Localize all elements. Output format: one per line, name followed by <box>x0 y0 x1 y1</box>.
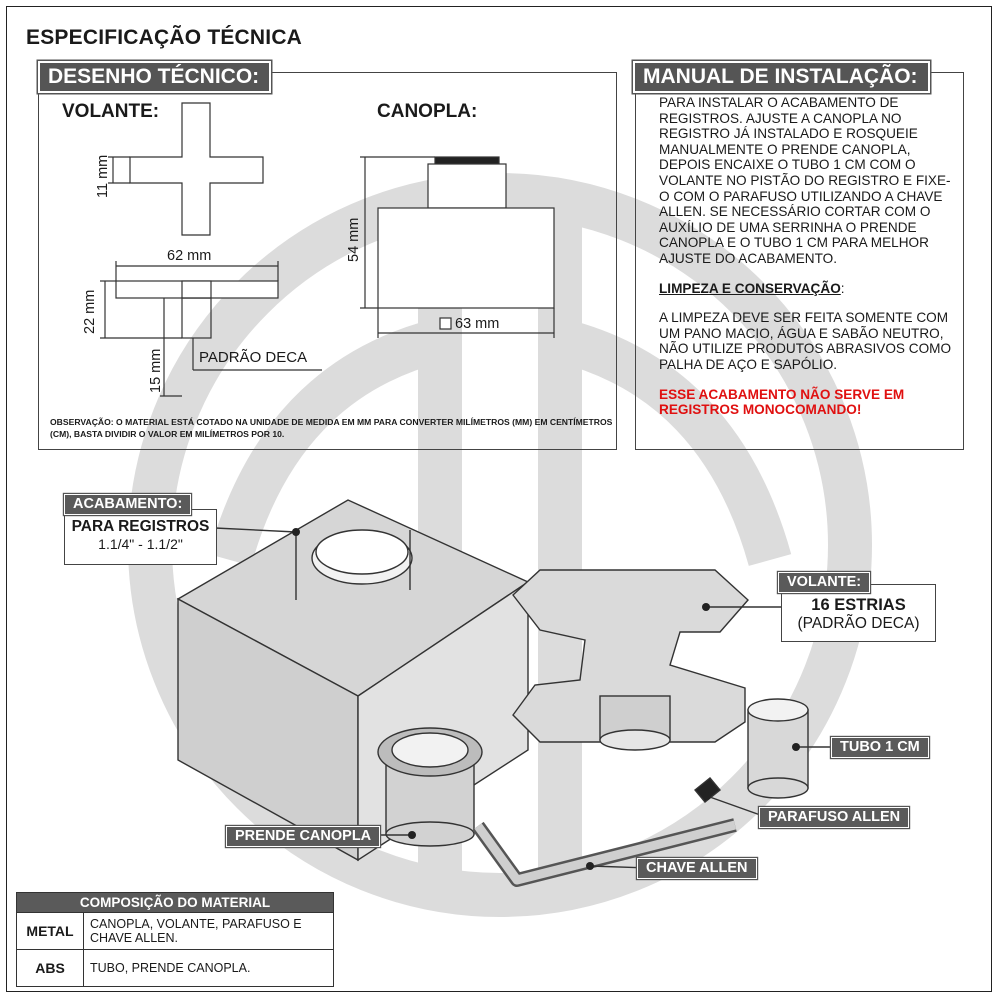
manual-body: PARA INSTALAR O ACABAMENTO DE REGISTROS.… <box>659 95 959 418</box>
acabamento-callout: PARA REGISTROS 1.1/4" - 1.1/2" <box>64 509 217 565</box>
acabamento-title: PARA REGISTROS <box>71 518 210 535</box>
chave-tag: CHAVE ALLEN <box>637 858 757 879</box>
dim-63mm: 63 mm <box>455 316 500 332</box>
manual-header: MANUAL DE INSTALAÇÃO: <box>633 61 930 93</box>
dim-62mm: 62 mm <box>167 248 212 264</box>
prende-tag: PRENDE CANOPLA <box>226 826 381 847</box>
dim-11mm: 11 mm <box>95 154 111 198</box>
table-row: ABS TUBO, PRENDE CANOPLA. <box>16 949 334 987</box>
observation-note: OBSERVAÇÃO: O MATERIAL ESTÁ COTADO NA UN… <box>50 417 613 439</box>
dim-22mm: 22 mm <box>82 289 98 334</box>
composition-header: COMPOSIÇÃO DO MATERIAL <box>16 892 334 913</box>
acabamento-sub: 1.1/4" - 1.1/2" <box>98 536 183 552</box>
drawing-header: DESENHO TÉCNICO: <box>38 61 272 93</box>
volante-label: VOLANTE: <box>62 101 160 122</box>
parts-illustration <box>176 499 833 887</box>
limpeza-colon: : <box>840 280 845 296</box>
warning-text: ESSE ACABAMENTO NÃO SERVE EM REGISTROS M… <box>659 386 905 418</box>
outer-frame <box>6 6 992 992</box>
canopla-label: CANOPLA: <box>377 101 478 122</box>
row-key: METAL <box>16 912 84 950</box>
manual-instructions: PARA INSTALAR O ACABAMENTO DE REGISTROS.… <box>659 95 951 266</box>
table-row: METAL CANOPLA, VOLANTE, PARAFUSO E CHAVE… <box>16 912 334 950</box>
row-value: TUBO, PRENDE CANOPLA. <box>83 949 334 987</box>
technical-drawing <box>100 102 555 397</box>
volante-callout: 16 ESTRIAS (PADRÃO DECA) <box>781 584 936 642</box>
volante-sub: (PADRÃO DECA) <box>797 615 920 632</box>
limpeza-text: A LIMPEZA DEVE SER FEITA SOMENTE COM UM … <box>659 310 952 372</box>
row-key: ABS <box>16 949 84 987</box>
tubo-tag: TUBO 1 CM <box>831 737 929 758</box>
limpeza-heading: LIMPEZA E CONSERVAÇÃO: <box>659 281 959 297</box>
volante-tag: VOLANTE: <box>778 572 871 593</box>
volante-title: 16 ESTRIAS <box>811 596 906 614</box>
dim-15mm: 15 mm <box>148 348 164 393</box>
limpeza-title: LIMPEZA E CONSERVAÇÃO <box>659 280 841 296</box>
drawing-panel <box>38 72 617 450</box>
acabamento-tag: ACABAMENTO: <box>64 494 192 515</box>
row-value: CANOPLA, VOLANTE, PARAFUSO E CHAVE ALLEN… <box>83 912 334 950</box>
composition-table: COMPOSIÇÃO DO MATERIAL METAL CANOPLA, VO… <box>16 892 334 987</box>
padrao-deca-label: PADRÃO DECA <box>199 349 308 366</box>
page-title: ESPECIFICAÇÃO TÉCNICA <box>26 26 303 49</box>
parafuso-tag: PARAFUSO ALLEN <box>759 807 910 828</box>
dim-54mm: 54 mm <box>346 217 362 262</box>
